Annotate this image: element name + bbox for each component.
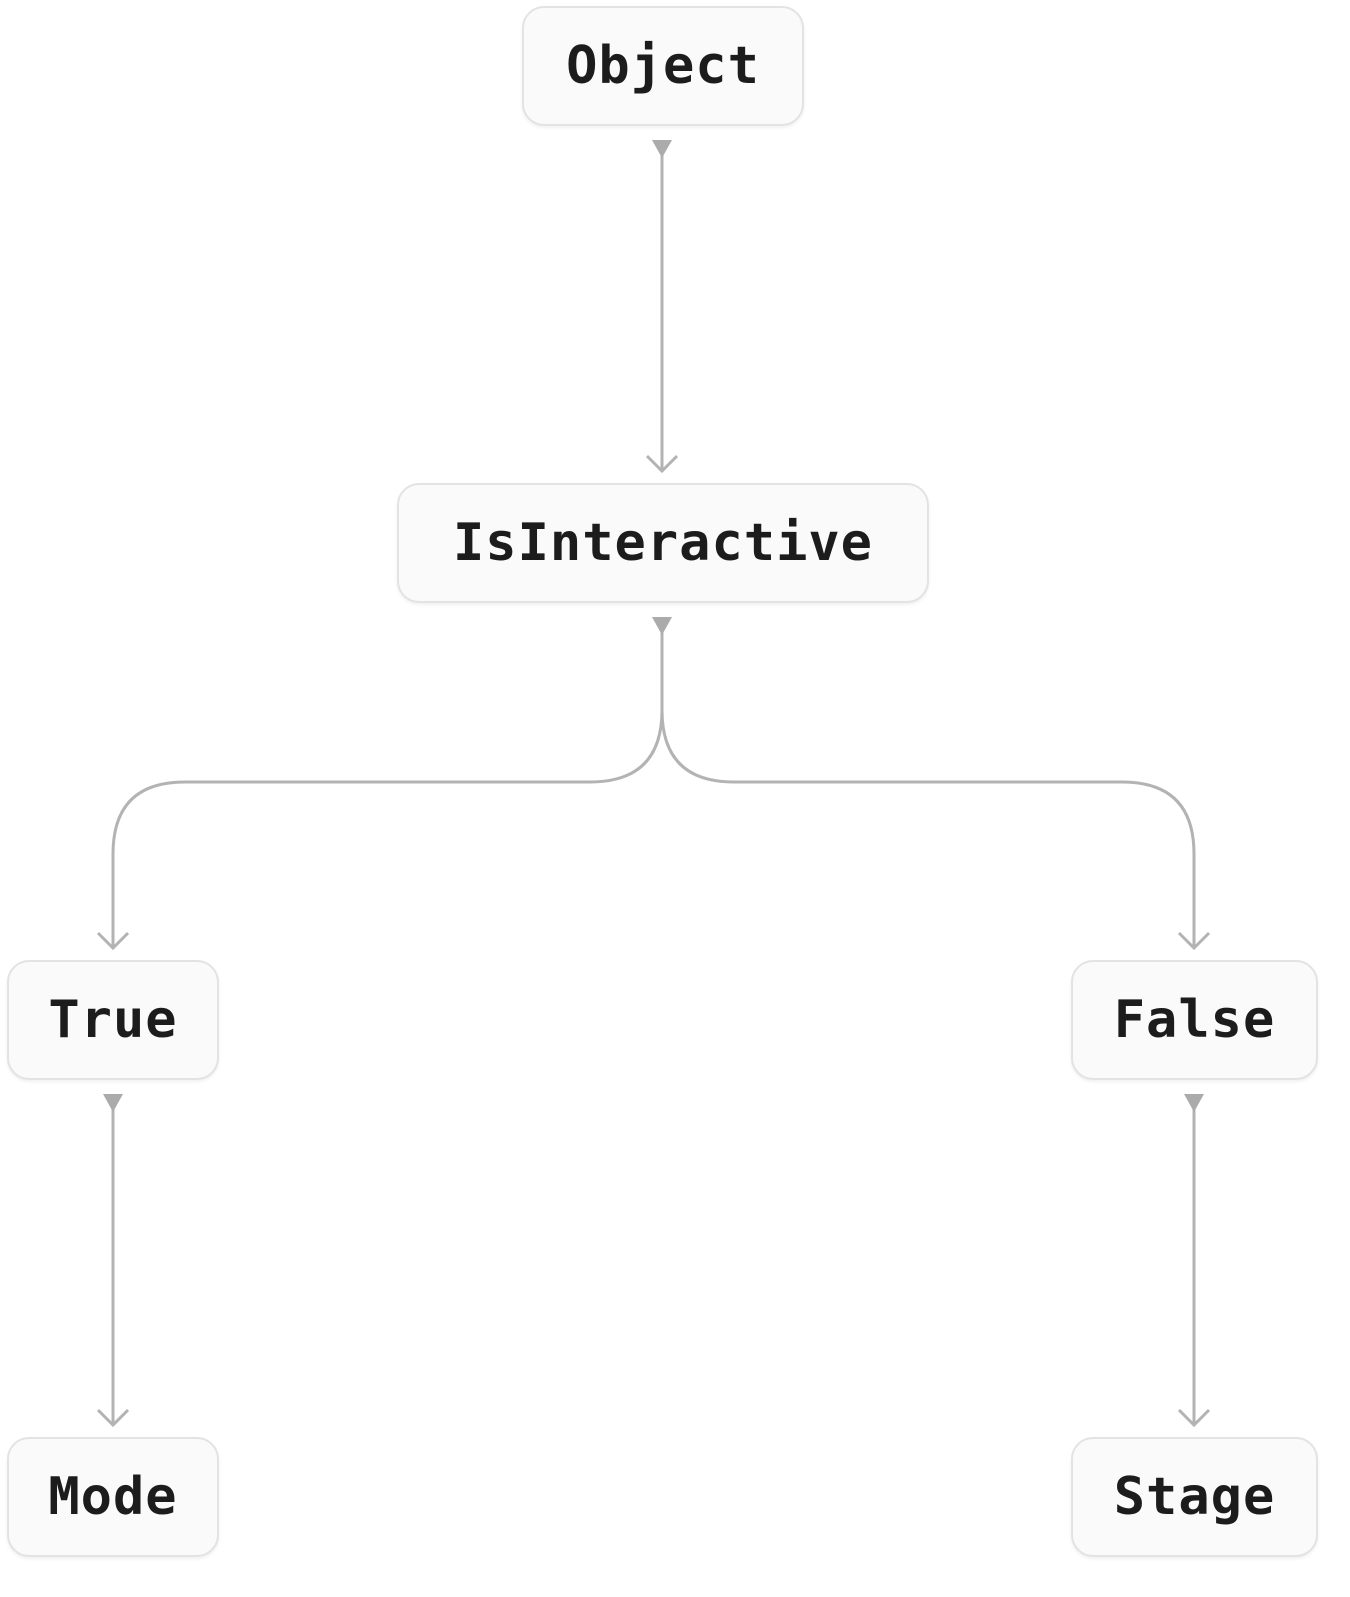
node-stage[interactable]: Stage <box>1071 1437 1318 1557</box>
edge-arrowhead <box>96 931 130 951</box>
edge-isinteractive-to-true <box>96 617 664 951</box>
edge-source-marker <box>652 140 672 158</box>
edge-arrowhead <box>645 454 679 474</box>
edge-arrowhead <box>1177 1408 1211 1428</box>
node-false[interactable]: False <box>1071 960 1318 1080</box>
node-true[interactable]: True <box>7 960 219 1080</box>
node-label: Mode <box>48 1467 178 1527</box>
edge-true-to-mode <box>96 1094 130 1428</box>
edge-source-marker <box>103 1094 123 1112</box>
edge-false-to-stage <box>1177 1094 1211 1428</box>
node-label: IsInteractive <box>453 513 873 573</box>
node-mode[interactable]: Mode <box>7 1437 219 1557</box>
node-label: True <box>48 990 178 1050</box>
edge-source-marker <box>1184 1094 1204 1112</box>
edge-source-marker <box>652 617 672 635</box>
node-isinteractive[interactable]: IsInteractive <box>397 483 929 603</box>
edge-isinteractive-to-false <box>652 617 1211 951</box>
node-label: False <box>1113 990 1276 1050</box>
edge-arrowhead <box>1177 931 1211 951</box>
node-label: Stage <box>1113 1467 1276 1527</box>
edge-object-to-isinteractive <box>645 140 679 474</box>
node-object[interactable]: Object <box>522 6 804 126</box>
node-label: Object <box>566 36 760 96</box>
edge-arrowhead <box>96 1408 130 1428</box>
